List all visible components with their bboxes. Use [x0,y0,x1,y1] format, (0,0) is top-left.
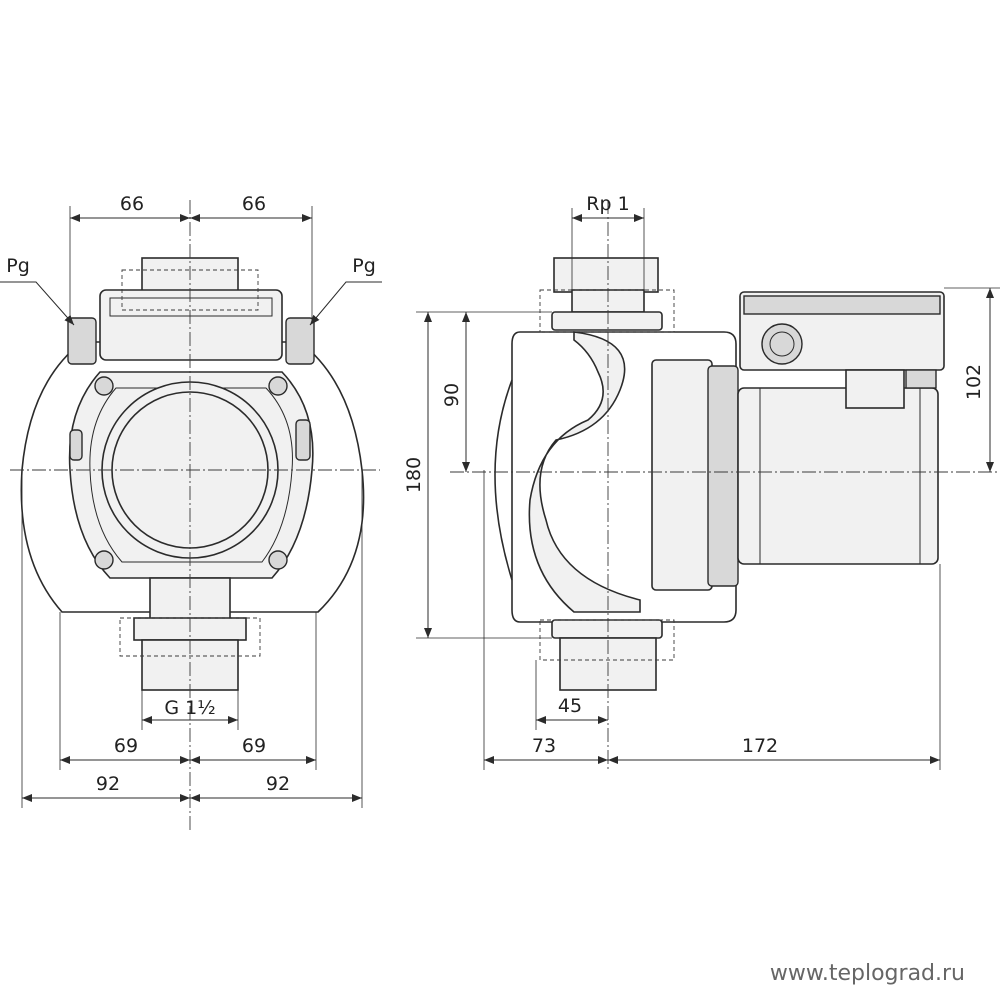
side-bottom-flange [551,619,663,639]
side-flange-ring [707,365,739,587]
side-terminal-clip [905,369,937,389]
pg-leader-right [309,281,382,326]
front-head-rib [109,297,273,317]
dim-label-45: 45 [558,695,582,717]
side-impeller-housing [651,359,713,591]
side-top-flange [551,311,663,331]
side-view [450,200,1000,770]
dim-label-73: 73 [532,735,556,757]
side-top-dash [539,289,675,333]
side-motor-body [737,387,939,565]
side-casing-bulge [494,379,513,581]
pg-leader-left [0,281,75,326]
bolt-icon [94,550,114,570]
front-top-dash [121,269,259,311]
dim-label-66-right: 66 [242,193,266,215]
front-head-block [99,289,283,361]
bolt-icon [94,376,114,396]
speed-knob-inner [769,331,795,357]
bolt-icon [268,376,288,396]
front-side-lug [69,429,83,461]
side-bottom-dash [539,619,675,661]
side-top-port [553,257,659,293]
bolt-icon [268,550,288,570]
pg-gland-left [67,317,97,365]
dim-label-102: 102 [963,364,985,400]
dim-label-180: 180 [403,457,425,493]
dim-label-69-left: 69 [114,735,138,757]
dim-label-66-left: 66 [120,193,144,215]
pg-gland-right [285,317,315,365]
front-volute-inner [89,387,293,563]
front-view [10,200,380,830]
side-terminal-grille [743,295,941,315]
dim-label-69-right: 69 [242,735,266,757]
side-casing-outline [511,331,737,623]
dim-label-90: 90 [441,383,463,407]
dim-label-172: 172 [742,735,778,757]
side-dimensions: Rp 1 180 90 102 45 73 172 [403,193,1000,770]
watermark-text: www.teplograd.ru [770,961,965,986]
front-side-lug [295,419,311,461]
speed-knob-icon [761,323,803,365]
front-dimensions: 66 66 Pg Pg G 1½ 69 69 92 92 [0,193,382,808]
dim-label-92-left: 92 [96,773,120,795]
dim-label-92-right: 92 [266,773,290,795]
side-terminal-lower [845,369,905,409]
dim-label-thread: G 1½ [164,697,215,719]
pg-label-right: Pg [352,255,376,277]
pg-label-left: Pg [6,255,30,277]
dim-label-rp: Rp 1 [586,193,629,215]
